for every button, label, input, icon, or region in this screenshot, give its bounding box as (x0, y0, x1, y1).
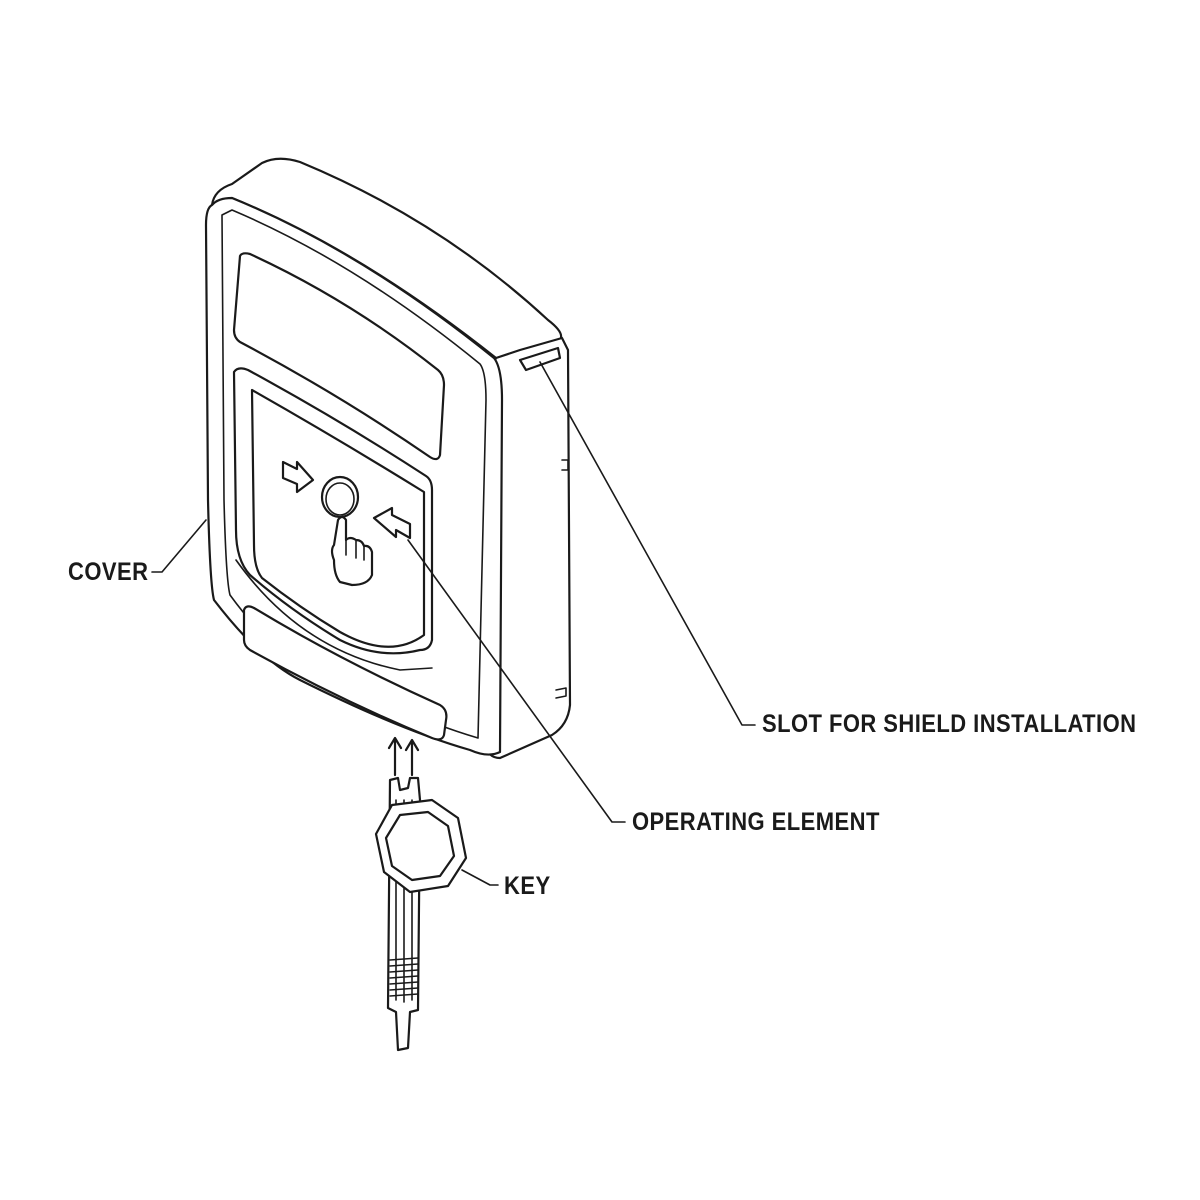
label-slot: SLOT FOR SHIELD INSTALLATION (762, 710, 1137, 738)
key-arrow-left (387, 736, 403, 777)
side-detail-bottom (555, 687, 567, 699)
side-detail-top (561, 459, 569, 471)
slot-leader (539, 361, 756, 726)
cover-lower-arc (235, 559, 433, 671)
cover-leader (151, 519, 207, 573)
glass-element[interactable] (250, 388, 426, 648)
operating-button-rim (325, 482, 355, 516)
slot-opening (518, 346, 562, 372)
label-window (232, 252, 446, 461)
bottom-window (242, 605, 448, 741)
key-arrow-right (404, 738, 420, 777)
arrow-left-icon (372, 506, 412, 540)
label-key: KEY (504, 872, 551, 900)
operating-element-leader (407, 539, 626, 823)
key-leader (461, 869, 499, 886)
arrow-right-icon (281, 460, 315, 494)
label-operating-element: OPERATING ELEMENT (632, 808, 880, 836)
label-cover: COVER (68, 558, 149, 586)
key-grip (389, 957, 419, 997)
key-head-inner (384, 810, 456, 882)
hand-fingers (345, 539, 365, 561)
